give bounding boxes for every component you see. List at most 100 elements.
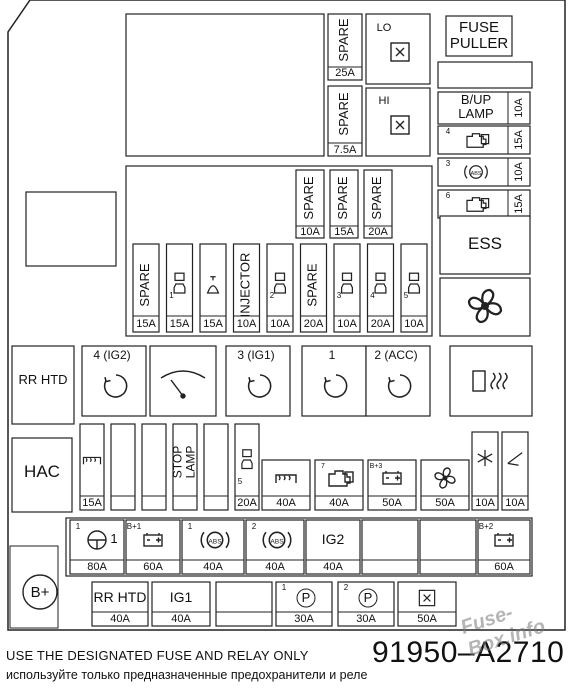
fuse-row-5 [299,243,328,333]
label-line: SPARE [369,176,384,219]
fuse-row-rating: 15A [203,318,223,330]
small-right-1 [501,431,529,511]
label-line: 1 [329,348,336,362]
fan-blade [484,302,503,316]
spare-row-label: SPARE [301,176,316,219]
small-fuse-0 [437,125,531,155]
bottom-fuse-rating: 50A [417,613,437,625]
maxi-fuse-1 [314,459,364,511]
fuse-puller [445,15,513,57]
bottom-fuse-rating: 30A [356,613,376,625]
ess-label: ESS [468,234,502,253]
label-line: 1 [76,522,81,531]
battery-terminal-frame [9,545,59,629]
ecu-top [408,272,420,282]
battery-terms [497,533,512,543]
steering-num: 1 [110,531,117,546]
label-line: 40A [203,561,223,573]
ecu-bottom [374,283,387,294]
empty-slot [437,61,533,89]
multi-fuse-6 [419,519,477,575]
relay-1 [225,345,291,417]
battery-terminal-circle [22,574,58,610]
label-line: 4 [370,291,375,300]
label-line: 3 (IG1) [237,348,274,362]
label-line: 5 [404,291,409,300]
fuse-row-rating: 20A [304,318,324,330]
label-line: 40A [171,613,191,625]
spare-row-label: SPARE [335,176,350,219]
label-line: RR HTD [94,589,147,605]
small-fuse-num: 6 [446,191,451,200]
label-line: INJECTOR [238,253,253,318]
maxi-rating: 40A [276,497,296,509]
label-line: 1 [169,291,174,300]
ecu-icon [241,449,253,470]
parking-text: P [364,590,373,605]
fan-blade [475,305,489,324]
spare-tall-1 [327,13,363,81]
relay-lo [365,13,431,85]
label-line: 30A [294,613,314,625]
label-line: SPARE [305,263,320,306]
label-line: B+2 [479,522,494,531]
label-line: 2 (ACC) [374,348,417,362]
label-line: 50A [435,497,455,509]
relay-2 [301,345,367,417]
fuse-row-rating: 10A [404,318,424,330]
spare-tall-2 [327,85,363,157]
abs-text: ABS [208,538,222,545]
label-line: P [302,590,311,605]
label-line: 4 [446,127,451,136]
wheel-spokes [88,539,106,549]
label-line: 2 [252,522,257,531]
abs-icon: ABS [200,531,230,549]
fan-blade [481,288,495,307]
label-line: 10A [513,98,525,118]
label-line: 60A [494,561,514,573]
label-line: 1 [188,522,193,531]
battery-icon [143,533,163,547]
multi-fuse-1 [125,519,181,575]
relay-hi-label: HI [379,95,390,107]
multi-fuse-5 [361,519,419,575]
caption-russian: используйте только предназначенные предо… [6,668,368,682]
label-line: 10A [300,226,320,238]
engine-book [480,133,490,145]
label-line: 40A [276,497,296,509]
small-right-rating: 10A [505,497,525,509]
lower-fuse-1 [110,423,136,511]
lower-fuse-label: STOPLAMP [171,446,198,479]
arrow-arc [103,374,128,398]
engine-book [344,471,354,483]
arrow-arc [247,374,272,398]
mirror-shape [507,452,523,466]
label-line: ESS [468,234,502,253]
horn-shape [206,276,220,294]
ecu-top [174,272,185,282]
ess-relay [439,215,531,275]
caption-english: USE THE DESIGNATED FUSE AND RELAY ONLY [6,648,309,663]
label-line: 15A [82,497,102,509]
snow-lines [477,449,493,467]
label-line: 20A [371,318,391,330]
fuse-row-rating: 15A [170,318,190,330]
arrow-head [388,377,395,383]
fuel-icon [472,370,508,392]
ecu-bottom [407,283,421,294]
relay-box [390,115,410,135]
rear-defrost-icon [275,474,297,483]
label-line: PULLER [450,35,509,52]
label-line: FUSE [459,19,499,36]
rear-defrost-icon [82,456,102,465]
label-line: 3 [446,159,451,168]
spare-row-fuse-1 [329,169,359,239]
multi-fuse-num: B+1 [127,522,142,531]
label-line: 10A [237,318,257,330]
bottom-fuse-0 [91,581,149,627]
bottom-fuse-1 [151,581,211,627]
ecu-top [242,449,252,458]
abs-circle [206,531,224,549]
